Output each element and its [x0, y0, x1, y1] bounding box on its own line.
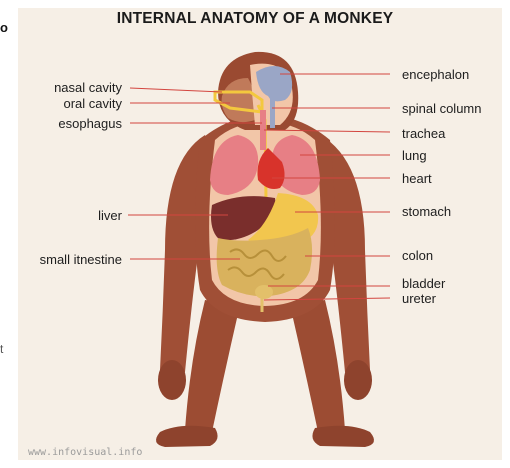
- label-encephalon: encephalon: [402, 67, 469, 82]
- left-leg: [185, 300, 240, 432]
- label-stomach: stomach: [402, 204, 451, 219]
- label-nasal-cavity: nasal cavity: [20, 80, 122, 95]
- right-leg: [290, 300, 345, 432]
- label-ureter: ureter: [402, 291, 436, 306]
- label-lung: lung: [402, 148, 427, 163]
- left-foot: [156, 426, 218, 447]
- label-liver: liver: [20, 208, 122, 223]
- label-trachea: trachea: [402, 126, 445, 141]
- label-bladder: bladder: [402, 276, 445, 291]
- label-colon: colon: [402, 248, 433, 263]
- spinal-column-organ: [270, 98, 275, 128]
- right-foot: [312, 426, 374, 447]
- credit-watermark: www.infovisual.info: [28, 447, 142, 458]
- label-spinal-column: spinal column: [402, 101, 482, 116]
- right-hand: [344, 360, 372, 400]
- leader-nasal-cavity: [130, 88, 222, 92]
- label-esophagus: esophagus: [20, 116, 122, 131]
- label-heart: heart: [402, 171, 432, 186]
- left-hand: [158, 360, 186, 400]
- label-oral-cavity: oral cavity: [20, 96, 122, 111]
- label-small-intestine: small itnestine: [2, 252, 122, 267]
- bladder-organ: [255, 285, 273, 299]
